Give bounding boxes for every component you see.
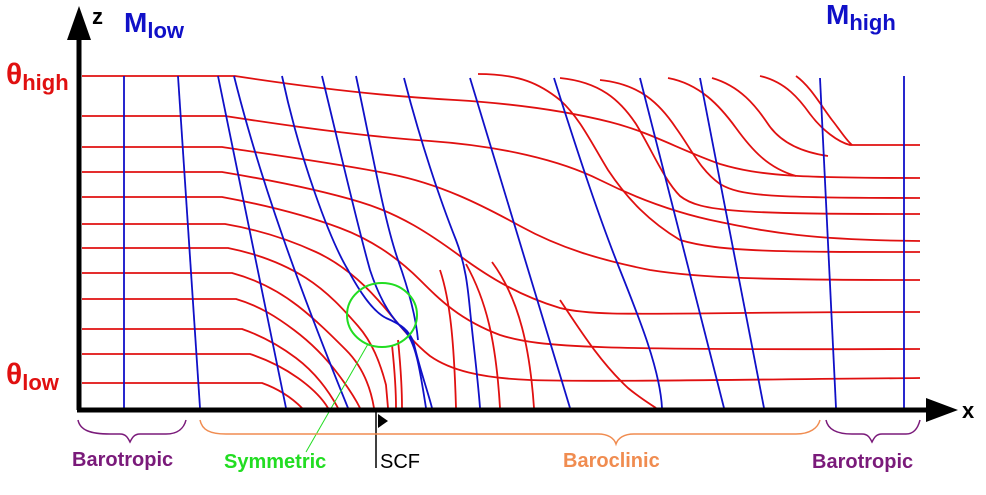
barotropic-right-label: Barotropic xyxy=(812,451,913,473)
m-low-label: Mlow xyxy=(124,7,185,43)
momentum-line xyxy=(469,77,571,409)
momentum-line xyxy=(281,75,433,409)
theta-line xyxy=(439,269,457,409)
barotropic-left-label: Barotropic xyxy=(72,449,173,471)
symmetric-pointer-line xyxy=(305,343,369,453)
momentum-line xyxy=(819,77,837,409)
theta-line xyxy=(82,146,921,281)
momentum-line xyxy=(403,77,481,409)
theta-line xyxy=(82,115,921,242)
region-braces xyxy=(77,419,921,447)
x-axis-arrowhead xyxy=(926,398,958,422)
theta-line xyxy=(397,339,403,409)
theta-line xyxy=(82,272,375,409)
baroclinic-label: Baroclinic xyxy=(563,450,660,472)
theta-line xyxy=(667,77,797,177)
barotropic-left-brace xyxy=(77,419,187,444)
momentum-line xyxy=(177,75,201,409)
theta-line xyxy=(559,299,657,409)
theta-line xyxy=(82,247,389,409)
theta-line xyxy=(82,171,921,315)
theta-line xyxy=(465,263,501,409)
theta-line xyxy=(82,75,921,179)
axes xyxy=(67,6,958,422)
theta-low-label: θlow xyxy=(6,358,60,395)
momentum-surfaces xyxy=(123,75,905,409)
theta-line xyxy=(82,298,361,409)
momentum-line xyxy=(699,77,765,409)
z-axis-arrowhead xyxy=(67,6,91,40)
theta-line xyxy=(82,328,339,409)
momentum-line xyxy=(217,75,287,409)
symmetric-region-circle xyxy=(346,282,418,348)
barotropic-right-brace xyxy=(825,419,921,444)
m-high-label: Mhigh xyxy=(826,0,896,35)
theta-line xyxy=(82,196,921,351)
symmetric-label: Symmetric xyxy=(224,451,326,473)
z-axis-label: z xyxy=(92,4,103,29)
theta-high-label: θhigh xyxy=(6,58,69,95)
scf-flag xyxy=(378,414,388,428)
theta-line xyxy=(491,261,535,409)
theta-line xyxy=(82,223,921,382)
theta-line xyxy=(711,77,829,157)
momentum-line xyxy=(639,77,725,409)
theta-line xyxy=(477,73,921,253)
theta-isentropes xyxy=(82,73,921,409)
momentum-line xyxy=(321,75,427,409)
theta-line xyxy=(82,353,329,409)
momentum-line xyxy=(553,77,663,409)
scf-marker xyxy=(375,412,388,468)
theta-line xyxy=(599,79,921,199)
theta-line xyxy=(559,77,921,215)
theta-line xyxy=(759,75,920,146)
theta-line xyxy=(391,344,397,409)
theta-line xyxy=(82,382,303,409)
momentum-line xyxy=(355,75,419,341)
x-axis-label: x xyxy=(962,398,975,423)
baroclinic-brace xyxy=(199,419,821,447)
theta-line xyxy=(795,75,853,146)
scf-label: SCF xyxy=(380,451,420,473)
momentum-line xyxy=(233,75,349,409)
